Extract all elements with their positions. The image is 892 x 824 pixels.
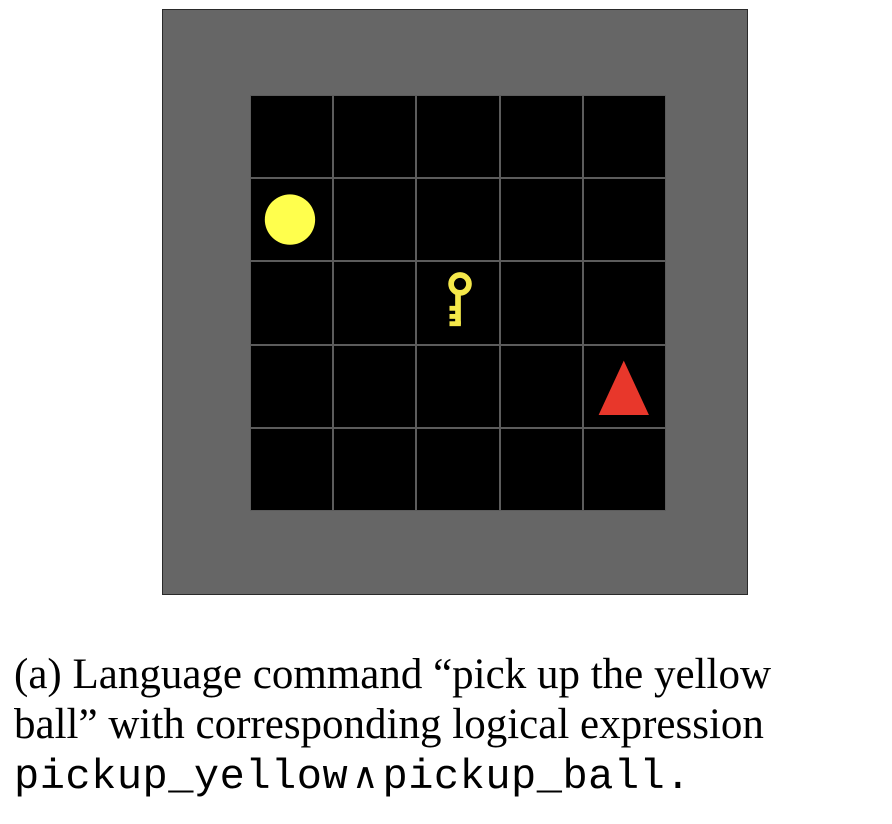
grid-cell: [333, 178, 417, 262]
caption-line-1: (a) Language command “pick up the yellow: [14, 650, 892, 700]
grid-cell: [250, 261, 334, 345]
grid-cell: [499, 427, 583, 511]
figure-caption: (a) Language command “pick up the yellow…: [14, 650, 892, 801]
grid-cell: [333, 427, 417, 511]
expression-end: .: [665, 753, 691, 801]
grid-cell: [582, 261, 666, 345]
grid-cell: [333, 261, 417, 345]
grid-cell: [250, 427, 334, 511]
grid-cell: [416, 261, 500, 345]
grid-cell: [582, 178, 666, 262]
grid-cell: [499, 344, 583, 428]
grid-cell: [250, 178, 334, 262]
caption-line-2: ball” with corresponding logical express…: [14, 701, 764, 748]
grid-cell: [416, 178, 500, 262]
environment-frame: [162, 9, 748, 595]
grid-cell: [250, 95, 334, 179]
key-icon: [417, 262, 498, 343]
grid-cell: [499, 261, 583, 345]
grid-world: [250, 95, 666, 511]
grid-cell: [416, 344, 500, 428]
grid-cell: [333, 344, 417, 428]
caption-line-3: pickup_yellow∧pickup_ball.: [14, 750, 892, 801]
caption-label: (a): [14, 651, 62, 698]
grid-cell: [582, 344, 666, 428]
grid-cell: [333, 95, 417, 179]
grid-cell: [416, 427, 500, 511]
grid-cell: [250, 344, 334, 428]
grid-cell: [499, 95, 583, 179]
grid-cell: [499, 178, 583, 262]
grid-cell: [416, 95, 500, 179]
grid-cell: [582, 427, 666, 511]
grid-cell: [582, 95, 666, 179]
expression-left: pickup_yellow: [14, 753, 349, 801]
caption-text-1: Language command “pick up the yellow: [72, 651, 772, 698]
expression-right: pickup_ball: [382, 753, 666, 801]
triangle-icon: [584, 346, 665, 427]
ball-icon: [251, 179, 332, 260]
logical-and-operator: ∧: [352, 756, 379, 797]
